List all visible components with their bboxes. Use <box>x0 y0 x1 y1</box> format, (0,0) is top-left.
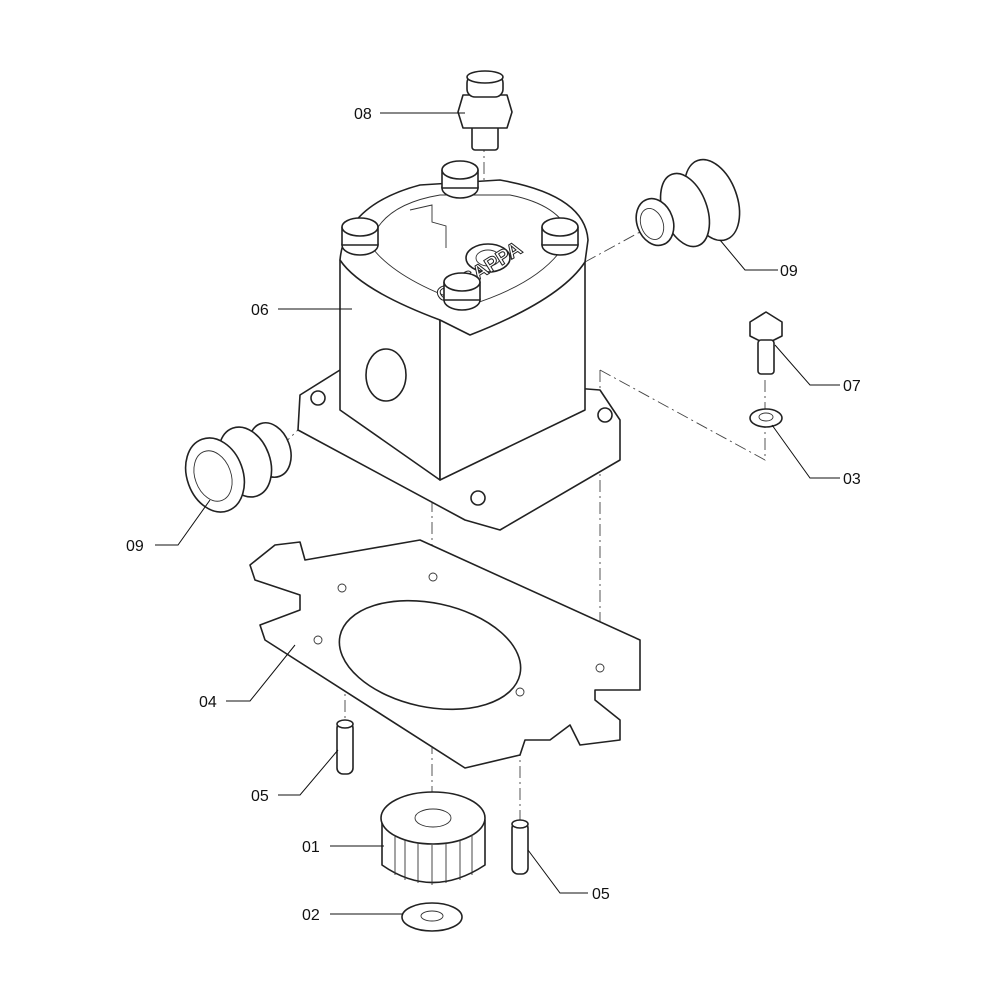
callout-08: 08 <box>354 106 372 123</box>
bolt-07 <box>749 311 783 375</box>
callout-labels: 08 09 06 07 03 09 04 05 01 05 02 <box>126 106 861 924</box>
callout-04: 04 <box>199 694 217 711</box>
pin-05-left <box>336 719 354 775</box>
callout-06: 06 <box>251 302 269 319</box>
pump-body-06: CASAPPA <box>297 160 621 531</box>
mounting-plate-04 <box>249 539 641 769</box>
callout-05-left: 05 <box>251 788 269 805</box>
callout-07: 07 <box>843 378 861 395</box>
washer-03 <box>749 408 783 428</box>
callout-05-right: 05 <box>592 886 610 903</box>
callout-03: 03 <box>843 471 861 488</box>
fitting-09-right <box>635 158 741 248</box>
washer-02 <box>401 902 463 932</box>
fitting-09-left <box>184 422 292 513</box>
callout-02: 02 <box>302 907 320 924</box>
callout-09-left: 09 <box>126 538 144 555</box>
fitting-08 <box>457 70 513 151</box>
pin-05-right <box>511 819 529 875</box>
callout-01: 01 <box>302 839 320 856</box>
gear-01 <box>380 791 486 885</box>
callout-09-right: 09 <box>780 263 798 280</box>
cover-bolts <box>341 160 579 311</box>
callout-leaders <box>155 112 840 915</box>
